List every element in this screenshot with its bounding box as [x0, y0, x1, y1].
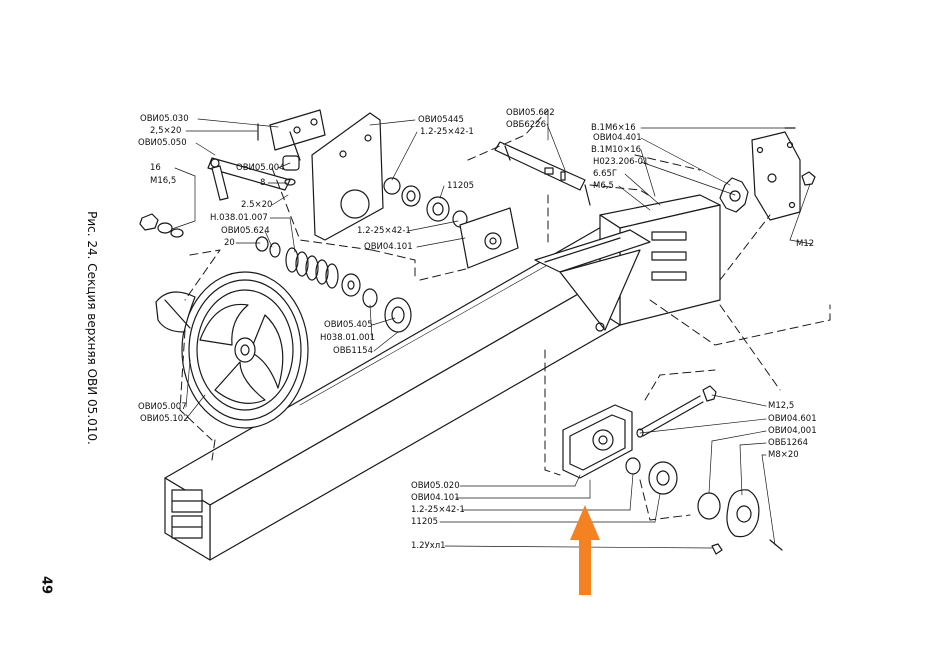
bearing-plate [311, 112, 384, 241]
label-16: 16 [150, 163, 161, 173]
lower-bearing [648, 461, 678, 495]
label-bearing-1-2-25x42-1-top: 1.2-25×42-1 [420, 127, 474, 137]
upper-bearing [401, 185, 421, 207]
label-ovi05445: ОВИ05445 [418, 115, 464, 125]
label-ovb1264: ОВБ1264 [768, 438, 808, 448]
tension-bolt [636, 395, 704, 438]
label-ovi04-601: ОВИ04.601 [768, 414, 817, 424]
rubber-pad [282, 155, 300, 171]
label-bearing-1-2-25x42-1-mid: 1.2-25×42-1 [357, 226, 411, 236]
label-ovi05-004: ОВИ05.004 [236, 163, 285, 173]
label-ovi05-602: ОВИ05.602 [506, 108, 555, 118]
top-bracket [269, 109, 326, 161]
end-cap [726, 489, 760, 538]
seal-ring [697, 492, 721, 520]
label-2-5x20-mid: 2.5×20 [241, 200, 273, 210]
nut-m12-5 [702, 385, 717, 402]
label-8: 8 [260, 178, 266, 188]
label-11205-bottom: 11205 [411, 517, 439, 527]
label-h038-01-007: Н.038.01.007 [210, 213, 268, 223]
page-number: 49 [38, 575, 54, 595]
label-ovi05-102: ОВИ05.102 [140, 414, 189, 424]
label-6-65g: 6.65Г [593, 169, 618, 179]
orange-arrow [570, 505, 600, 595]
lower-bearing-small [625, 457, 641, 475]
label-ovb6226: ОВБ6226 [506, 120, 546, 130]
label-ovi05-020: ОВИ05.020 [411, 481, 460, 491]
label-m12-5: М12,5 [768, 401, 795, 411]
main-beam [164, 221, 656, 561]
cam-lock [155, 291, 196, 333]
lower-flange-housing [562, 404, 633, 479]
nut-m12 [801, 171, 816, 186]
label-ovi05-030: ОВИ05.030 [140, 114, 189, 124]
mounting-bracket [534, 229, 651, 332]
label-m8x20: М8×20 [768, 450, 799, 460]
label-h038-01-001: Н038.01.001 [320, 333, 376, 343]
label-bearing-1-2-25x42-1-bottom: 1.2-25×42-1 [411, 505, 465, 515]
label-ovi05-007: ОВИ05.007 [138, 402, 187, 412]
label-h023-206-01: Н023.206-01 [593, 157, 649, 167]
label-v1m10x16: В.1М10×16 [591, 145, 642, 155]
figure-caption: Рис. 24. Секция верхняя ОВИ 05.010. [85, 211, 99, 445]
label-m6-5: М6,5 [593, 181, 614, 191]
label-ovb1154: ОВБ1154 [333, 346, 373, 356]
assembly-lines [179, 109, 831, 521]
right-cover-plate [751, 131, 801, 221]
label-2-5x20-top: 2,5×20 [150, 126, 182, 136]
label-ovi04-101-top: ОВИ04.101 [364, 242, 413, 252]
label-v1m6x16: В.1М6×16 [591, 123, 636, 133]
nut-m16 [139, 213, 184, 238]
drive-shaft [494, 141, 591, 206]
upper-bearing-2 [426, 196, 450, 222]
leader-lines [171, 111, 813, 549]
label-1-2ukhl1: 1.2Ухл1 [411, 541, 446, 551]
label-ovi04-001: ОВИ04,001 [768, 426, 817, 436]
lever-arm [207, 123, 291, 201]
label-ovi05-050: ОВИ05.050 [138, 138, 187, 148]
label-20: 20 [224, 238, 235, 248]
label-ovi05-405: ОВИ05.405 [324, 320, 373, 330]
label-m12: М12 [796, 239, 815, 249]
label-ovi04-101-bottom: ОВИ04.101 [411, 493, 460, 503]
pulley [181, 271, 309, 429]
upper-flange-housing [459, 207, 519, 269]
label-ovi05-624: ОВИ05.624 [221, 226, 270, 236]
label-ovi04-401: ОВИ04.401 [593, 133, 642, 143]
label-m16-5: М16,5 [150, 176, 177, 186]
label-11205-top: 11205 [447, 181, 475, 191]
